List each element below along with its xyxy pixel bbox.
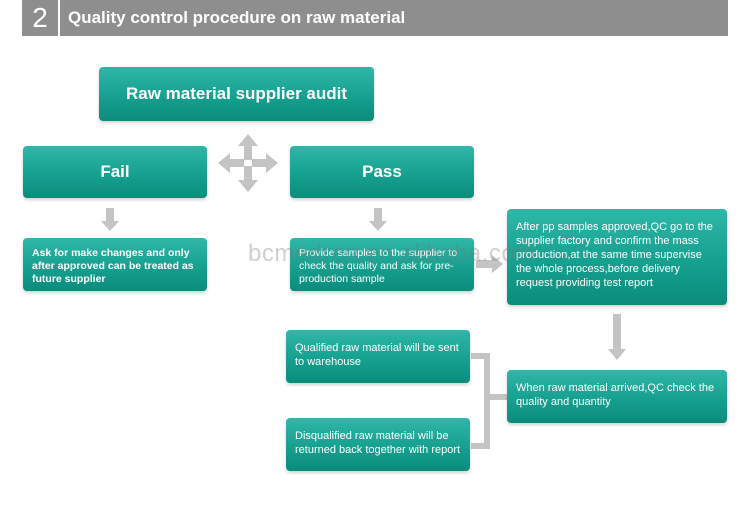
arrow-down-fail <box>101 208 119 231</box>
pass-label: Pass <box>362 162 402 181</box>
section-title: Quality control procedure on raw materia… <box>68 8 406 27</box>
section-number: 2 <box>22 0 60 36</box>
pp-approved-box: After pp samples approved,QC go to the s… <box>507 209 727 305</box>
pass-action-box: Provide samples to the supplier to check… <box>290 238 474 291</box>
arrow-right-pp <box>476 255 503 273</box>
arrived-box: When raw material arrived,QC check the q… <box>507 370 727 423</box>
fail-label: Fail <box>100 162 130 181</box>
pass-box: Pass <box>290 146 474 198</box>
four-way-arrow-icon <box>218 134 278 192</box>
arrow-down-pass <box>369 208 387 231</box>
qualified-box: Qualified raw material will be sent to w… <box>286 330 470 383</box>
split-connector <box>471 353 508 449</box>
fail-box: Fail <box>23 146 207 198</box>
fail-action-text: Ask for make changes and only after appr… <box>32 247 194 285</box>
audit-box: Raw material supplier audit <box>99 67 374 121</box>
section-header: 2 Quality control procedure on raw mater… <box>22 0 728 36</box>
disqualified-box: Disqualified raw material will be return… <box>286 418 470 471</box>
disqualified-text: Disqualified raw material will be return… <box>295 430 461 456</box>
arrived-text: When raw material arrived,QC check the q… <box>516 382 715 408</box>
arrow-down-arrived <box>608 314 626 360</box>
qualified-text: Qualified raw material will be sent to w… <box>295 342 459 368</box>
audit-label: Raw material supplier audit <box>125 84 348 103</box>
pass-action-text: Provide samples to the supplier to check… <box>299 247 458 285</box>
pp-approved-text: After pp samples approved,QC go to the s… <box>516 221 713 289</box>
fail-action-box: Ask for make changes and only after appr… <box>23 238 207 291</box>
